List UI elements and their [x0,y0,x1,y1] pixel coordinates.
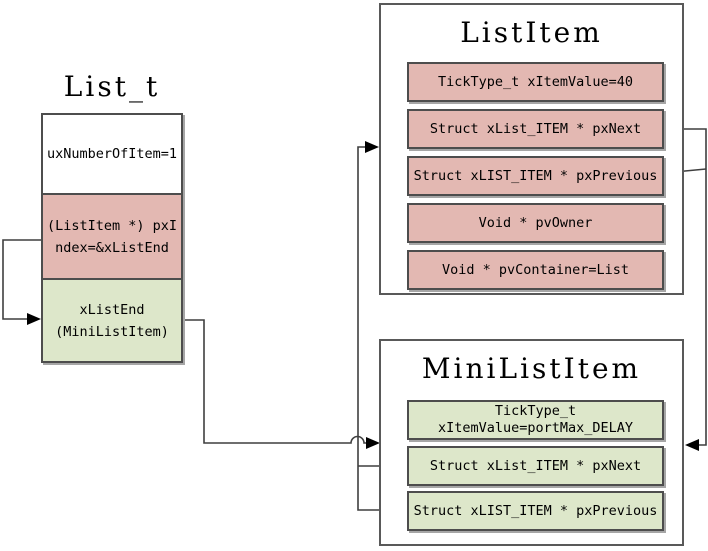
list-t-cell-uxnumberofitem: uxNumberOfItem=1 [43,115,181,193]
arrowhead-into-minilistitem-right [685,439,699,451]
list-item-row-pvcontainer: Void * pvContainer=List [407,250,664,290]
arrow-pxindex-to-xlistend-line [2,239,41,320]
list-t-title: List_t [63,70,161,103]
list-t-cell-pxindex: (ListItem *) pxIndex=&xListEnd [43,193,181,278]
list-item-title: ListItem [460,16,603,49]
list-item-row-pxprevious: Struct xLIST_ITEM * pxPrevious [407,156,664,196]
list-t-cell-xlistend: xListEnd (MiniListItem) [43,278,181,361]
mini-list-item-row-pxnext: Struct xList_ITEM * pxNext [407,446,664,486]
mini-list-item-row-pxprevious: Struct xLIST_ITEM * pxPrevious [407,491,664,531]
list-item-box [379,3,684,295]
list-item-row-xitemvalue: TickType_t xItemValue=40 [407,62,664,102]
list-t-box: uxNumberOfItem=1 (ListItem *) pxIndex=&x… [41,113,183,363]
arrowhead-into-minilistitem-left [366,437,380,449]
arrowhead-into-listitem-left [365,141,379,153]
arrowhead-into-xlistend [27,313,41,325]
list-item-row-pvowner: Void * pvOwner [407,203,664,243]
mini-list-item-row-xitemvalue: TickType_t xItemValue=portMax_DELAY [407,400,664,440]
mini-list-item-title: MiniListItem [421,352,642,385]
list-item-row-pxnext: Struct xList_ITEM * pxNext [407,109,664,149]
arrow-xlistend-to-minilistitem-line [183,319,366,444]
